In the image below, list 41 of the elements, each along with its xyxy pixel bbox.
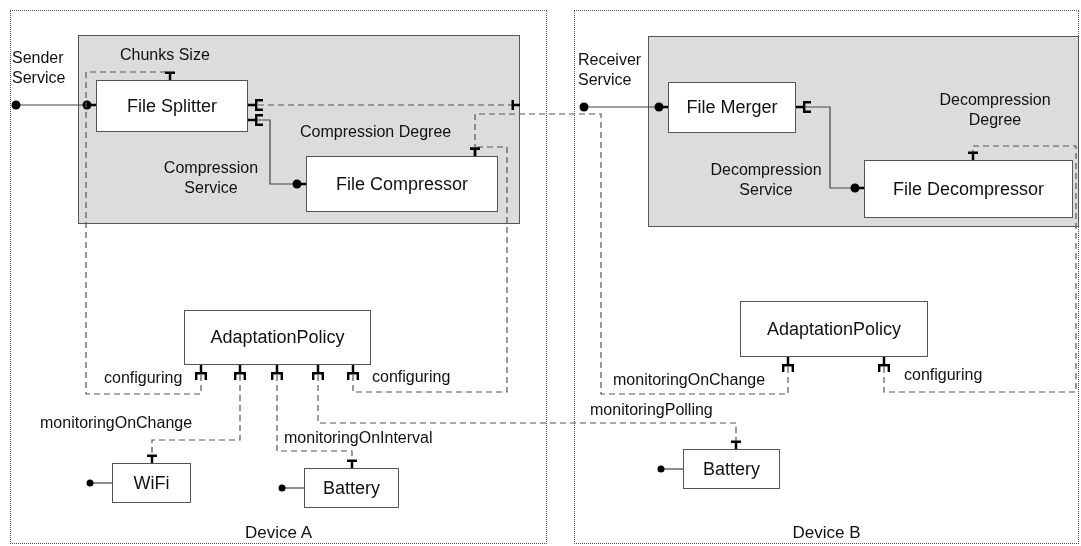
assembly-connector	[579, 101, 670, 113]
component-box: File Splitter	[96, 80, 248, 132]
assembly-connector	[246, 112, 308, 190]
composite-component-box	[648, 36, 1079, 227]
dashed-connector	[310, 363, 743, 451]
component-box: WiFi	[112, 463, 191, 503]
port-label: configuring	[372, 367, 452, 387]
component-box: Battery	[683, 449, 780, 489]
port-label: Sender Service	[12, 48, 67, 88]
component-box: File Compressor	[306, 156, 498, 212]
component-box: Battery	[304, 468, 399, 508]
port-label: configuring	[104, 368, 184, 388]
component-box: AdaptationPolicy	[184, 310, 371, 365]
dashed-connector	[345, 146, 508, 393]
device-label: Device A	[244, 523, 313, 543]
port-label: monitoringOnChange	[613, 370, 767, 390]
dashed-connector	[85, 70, 209, 395]
port-label: Decompression Degree	[938, 90, 1052, 130]
assembly-connector	[11, 99, 98, 111]
port-label: monitoringOnChange	[40, 413, 194, 433]
dashed-connector	[468, 113, 796, 395]
port-label: Decompression Service	[709, 160, 823, 200]
composite-component-box	[78, 35, 520, 224]
device-label: Device B	[792, 523, 861, 543]
component-box: File Merger	[668, 82, 796, 133]
assembly-connector	[794, 99, 866, 194]
dashed-connector	[269, 363, 359, 470]
port-label: monitoringOnInterval	[284, 428, 434, 448]
port-label: Compression Degree	[300, 122, 453, 142]
device-boundary	[10, 10, 547, 544]
device-boundary	[574, 10, 1079, 544]
dashed-connector	[876, 145, 1077, 393]
component-box: File Decompressor	[864, 160, 1073, 218]
component-box: AdaptationPolicy	[740, 301, 928, 357]
port-label: monitoringPolling	[590, 400, 714, 420]
port-label: Receiver Service	[578, 50, 643, 90]
port-label: configuring	[904, 365, 984, 385]
port-label: Compression Service	[162, 158, 260, 198]
dashed-connector	[145, 363, 248, 465]
port-label: Chunks Size	[120, 45, 211, 65]
dashed-connector	[246, 97, 522, 113]
